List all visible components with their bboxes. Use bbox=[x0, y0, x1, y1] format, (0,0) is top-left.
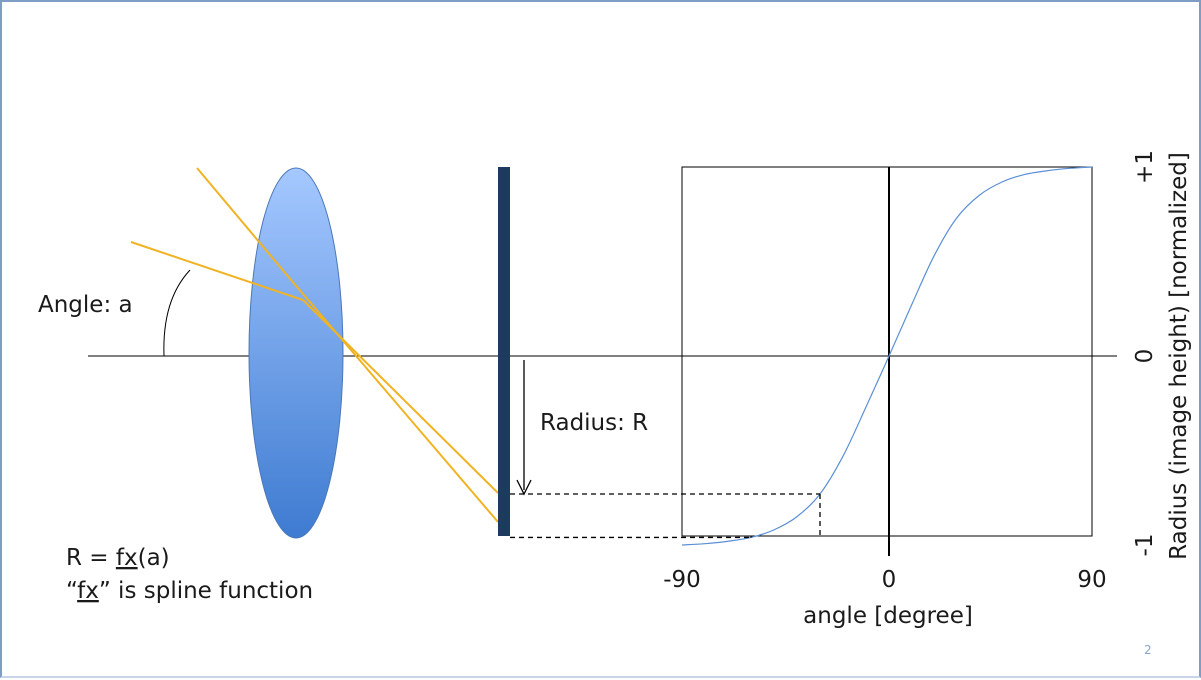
radius-label: Radius: R bbox=[540, 410, 648, 436]
formula-function-2: fx bbox=[77, 578, 99, 604]
x-tick-label: 0 bbox=[882, 567, 897, 593]
ray-lower bbox=[130, 241, 499, 494]
ray-upper bbox=[196, 167, 499, 523]
y-tick-label: 0 bbox=[1132, 349, 1158, 364]
x-tick-label: -90 bbox=[663, 567, 701, 593]
chart-frame bbox=[681, 166, 1093, 537]
formula-function: fx bbox=[116, 545, 138, 571]
formula-suffix: (a) bbox=[138, 545, 170, 571]
angle-label: Angle: a bbox=[38, 292, 133, 318]
formula-line-2: “fx” is spline function bbox=[66, 578, 313, 604]
angle-arc bbox=[163, 269, 191, 357]
y-tick-label: +1 bbox=[1132, 150, 1158, 184]
y-tick-label: -1 bbox=[1132, 534, 1158, 557]
formula-line-1: R = fx(a) bbox=[66, 545, 170, 571]
x-tick-label: 90 bbox=[1077, 567, 1106, 593]
lens bbox=[248, 167, 344, 539]
formula-description: ” is spline function bbox=[99, 578, 313, 604]
image-sensor bbox=[498, 167, 510, 536]
y-axis-label: Radius (image height) [normalized] bbox=[1166, 152, 1192, 560]
formula-prefix: R = bbox=[66, 545, 116, 571]
x-axis-label: angle [degree] bbox=[803, 603, 973, 629]
formula-quote-open: “ bbox=[66, 578, 77, 604]
slide-number: 2 bbox=[1144, 643, 1152, 657]
chart: -90 0 90 -1 0 +1 angle [degree] Radius (imag… bbox=[510, 150, 1192, 629]
